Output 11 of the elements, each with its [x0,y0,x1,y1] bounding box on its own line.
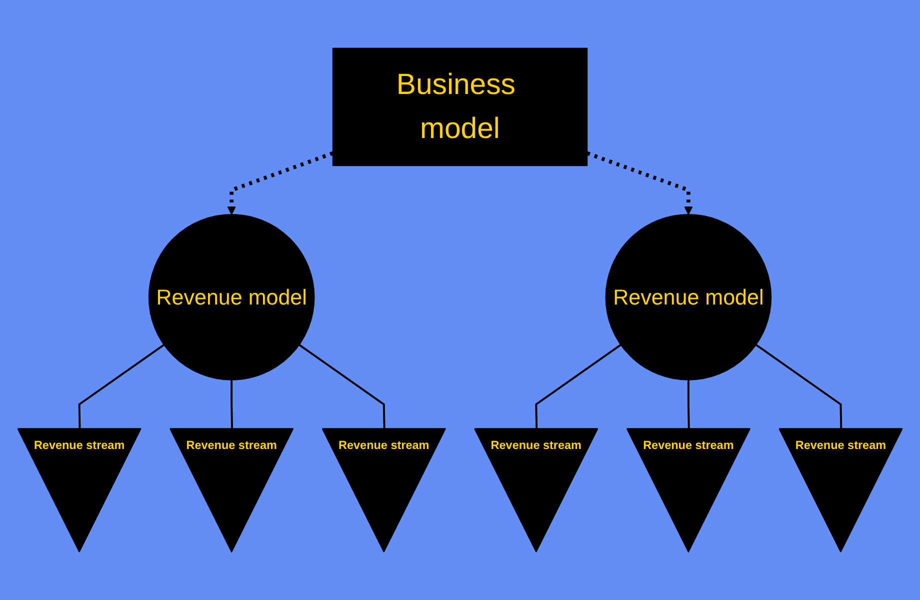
connector [687,380,690,430]
connector [298,344,386,430]
connector [755,344,842,430]
node-circle: Revenue model [605,214,772,380]
arrow [586,151,693,215]
connector [78,344,165,430]
connector [535,344,622,430]
connector [230,380,234,430]
arrow [227,151,334,215]
node-circle: Revenue model [148,214,315,380]
node-box: Business model [332,48,588,166]
